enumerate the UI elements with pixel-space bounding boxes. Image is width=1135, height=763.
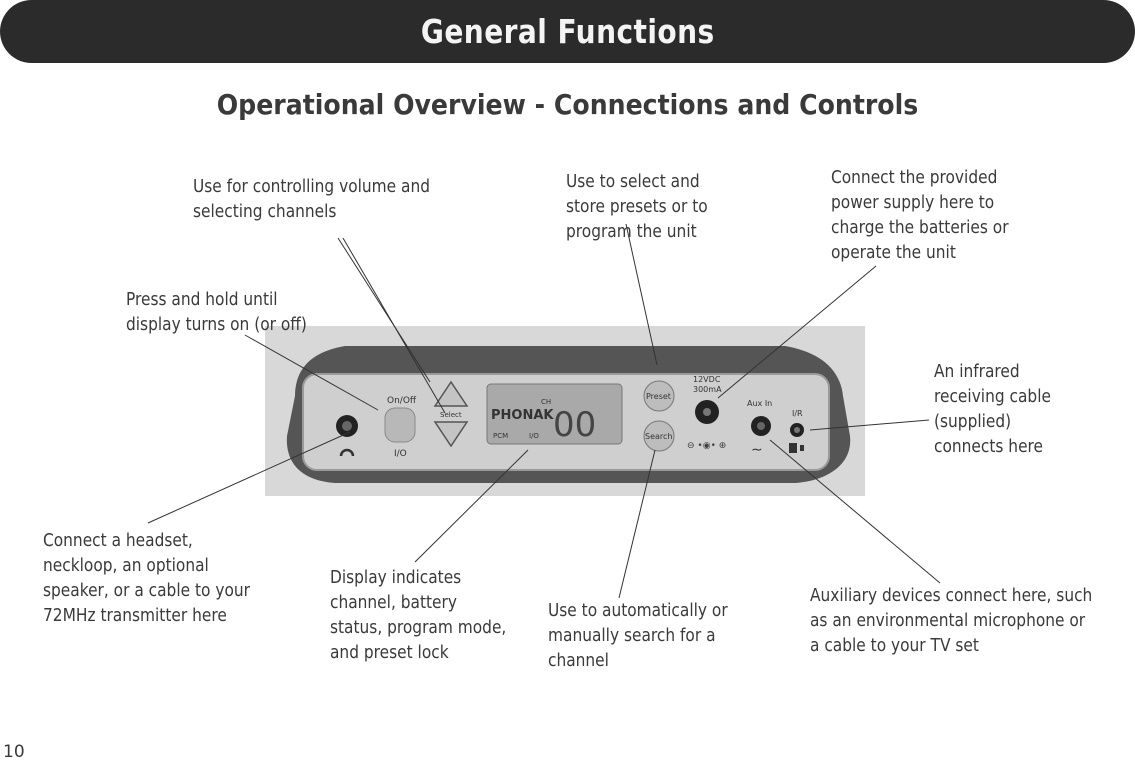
- ir-label: I/R: [792, 409, 803, 418]
- lcd-io-label: I/O: [529, 432, 539, 440]
- callout-preset: Use to select and store presets or to pr…: [566, 172, 708, 242]
- receiver-device-illustration: On/Off I/O Select PHONAK CH PCM I/O 00 P…: [265, 326, 865, 496]
- lcd-display: [486, 383, 623, 445]
- power-rating-line1: 12VDC: [693, 375, 721, 384]
- wave-icon: ∼: [751, 442, 763, 458]
- callout-headset: Connect a headset, neckloop, an optional…: [43, 531, 250, 626]
- page-title: General Functions: [420, 12, 715, 51]
- lcd-digits: 00: [553, 405, 596, 445]
- callout-volume: Use for controlling volume and selecting…: [193, 177, 431, 222]
- callout-infrared: An infrared receiving cable (supplied) c…: [934, 362, 1051, 457]
- preset-button[interactable]: [643, 380, 675, 412]
- polarity-icon: ⊖ •◉• ⊕: [687, 441, 726, 451]
- select-label: Select: [440, 411, 462, 419]
- callout-aux: Auxiliary devices connect here, such as …: [810, 586, 1093, 656]
- onoff-label: On/Off: [387, 396, 417, 406]
- callout-onoff: Press and hold until display turns on (o…: [126, 290, 307, 335]
- header-banner: General Functions: [0, 0, 1135, 63]
- volume-down-button[interactable]: [433, 421, 469, 448]
- lcd-pcm-label: PCM: [493, 432, 508, 440]
- lcd-ch-label: CH: [541, 398, 551, 406]
- callout-search: Use to automatically or manually search …: [548, 601, 728, 671]
- onoff-sub-label: I/O: [394, 449, 407, 459]
- aux-in-label: Aux In: [747, 399, 772, 408]
- page-number: 10: [3, 742, 25, 762]
- search-label: Search: [645, 432, 672, 441]
- power-rating-line2: 300mA: [693, 385, 722, 394]
- preset-label: Preset: [646, 392, 671, 401]
- section-subtitle: Operational Overview - Connections and C…: [216, 88, 919, 121]
- callout-display: Display indicates channel, battery statu…: [330, 568, 507, 663]
- search-button[interactable]: [643, 420, 675, 452]
- callout-power: Connect the provided power supply here t…: [831, 168, 1009, 263]
- ir-eye-icon: [789, 443, 797, 453]
- brand-logo: PHONAK: [491, 408, 554, 423]
- onoff-button[interactable]: [384, 407, 416, 443]
